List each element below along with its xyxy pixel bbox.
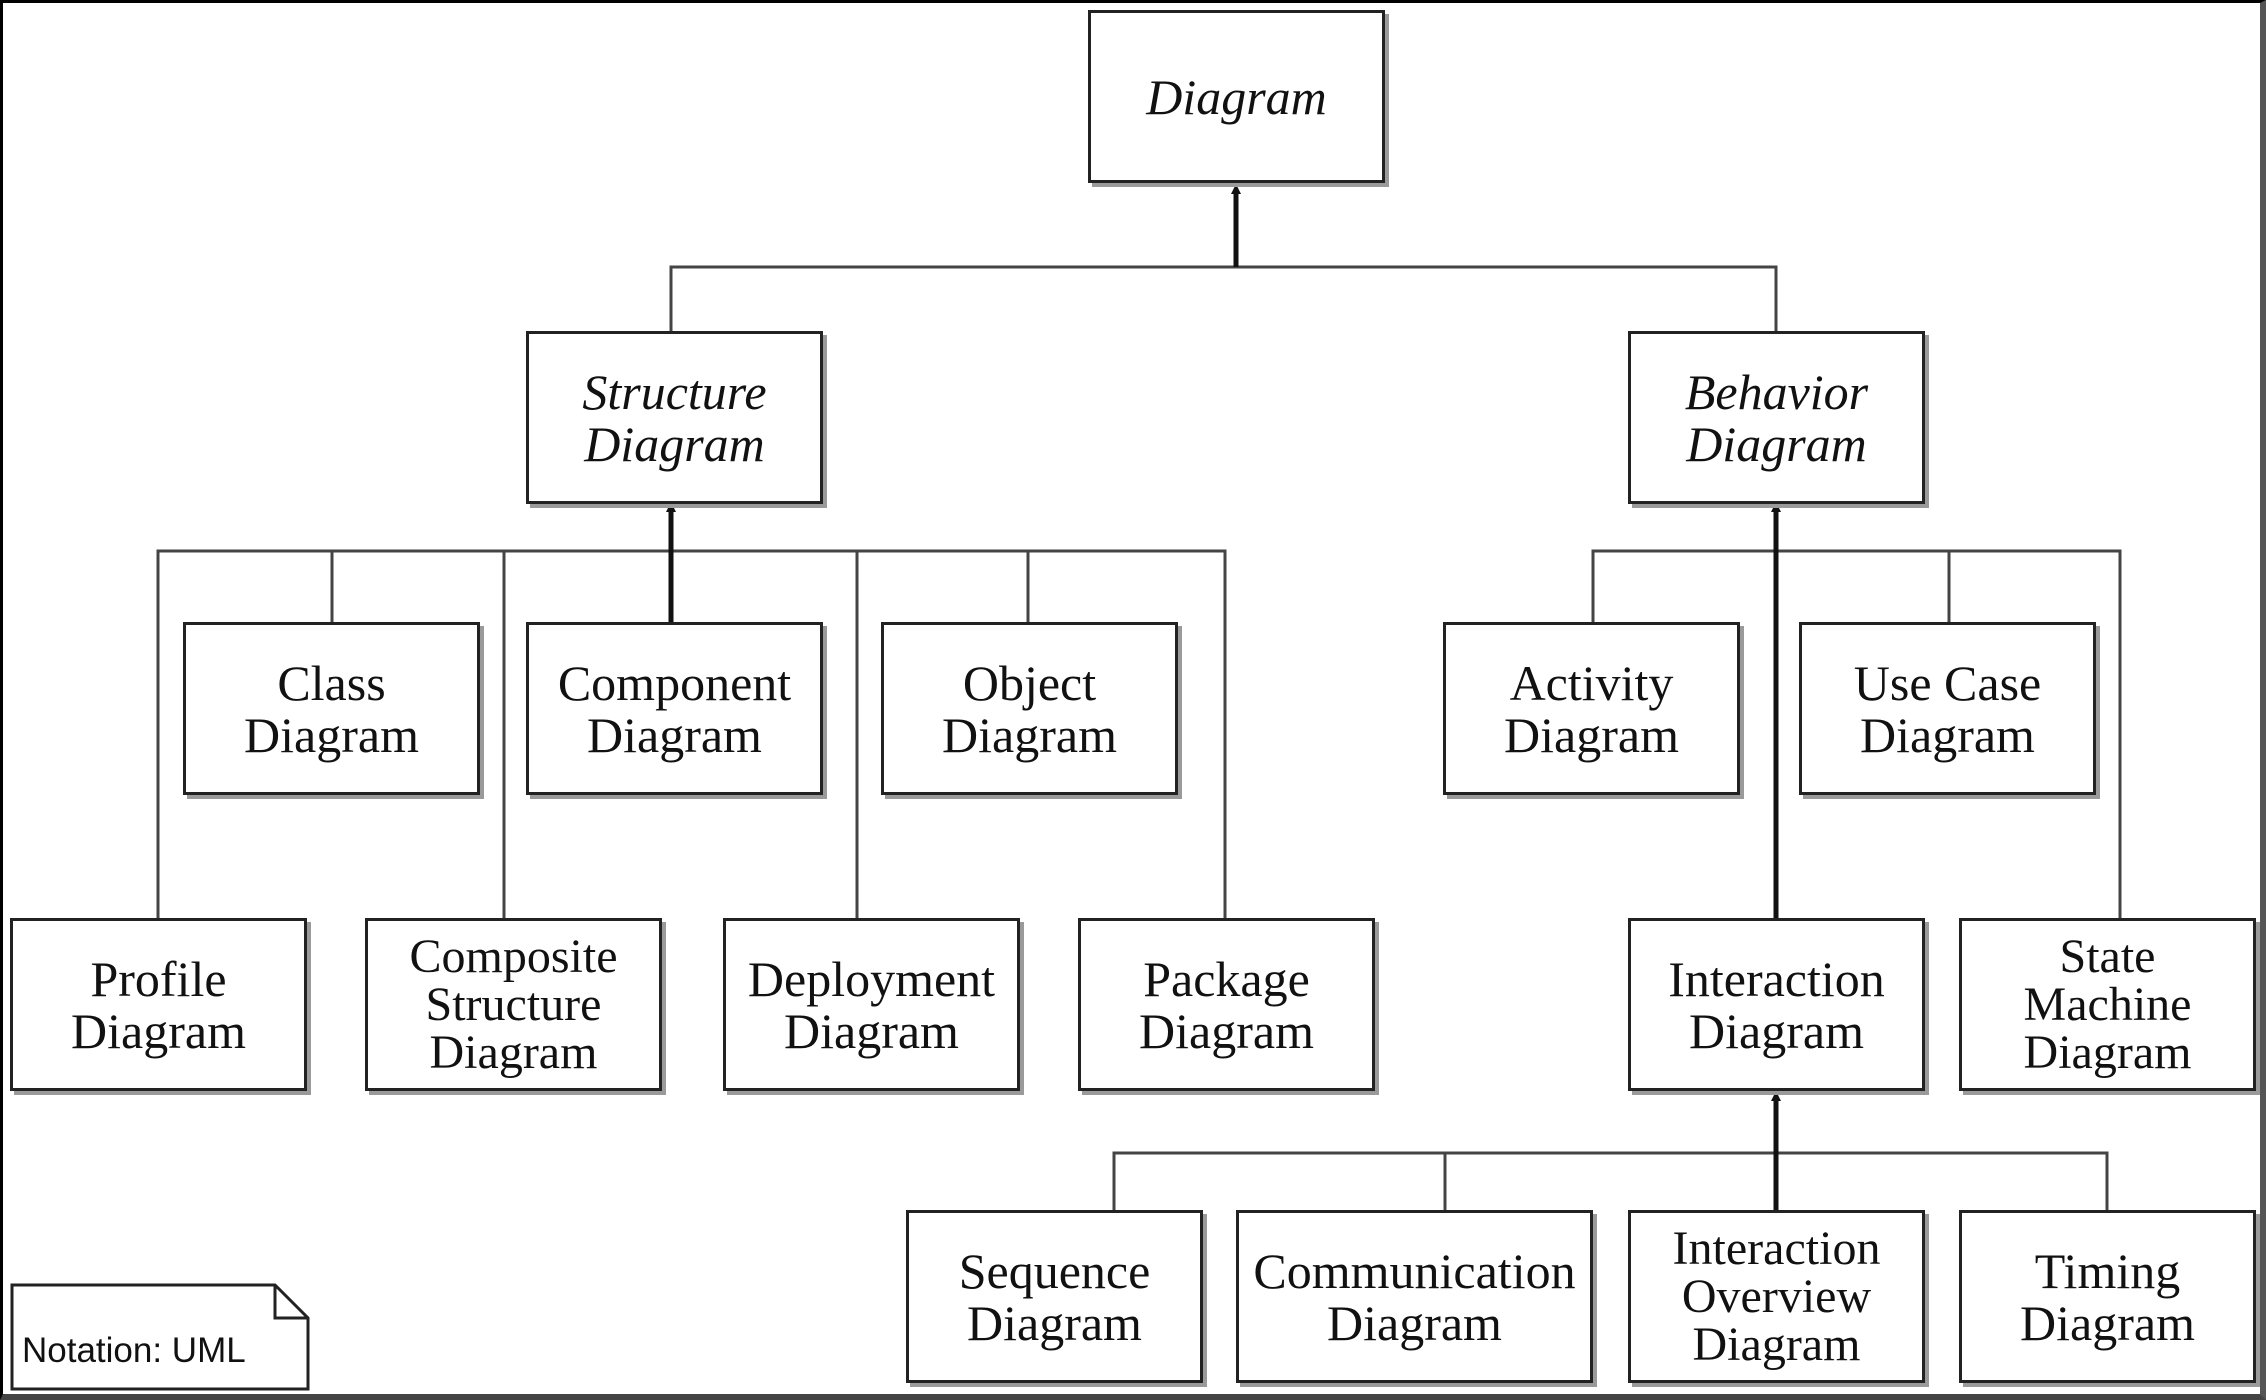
edge-root-branch <box>669 265 1778 333</box>
structure-diagram-node: Structure Diagram <box>526 331 823 504</box>
interaction-overview-diagram-node: Interaction Overview Diagram <box>1628 1210 1925 1383</box>
communication-diagram-node: Communication Diagram <box>1236 1210 1593 1383</box>
timing-diagram-node: Timing Diagram <box>1959 1210 2256 1383</box>
object-diagram-node: Object Diagram <box>881 622 1178 795</box>
edge-interaction-branch <box>1112 1151 2109 1212</box>
note-shape <box>10 1283 310 1391</box>
composite-structure-diagram-node: Composite Structure Diagram <box>365 918 662 1091</box>
use-case-diagram-node: Use Case Diagram <box>1799 622 2096 795</box>
sequence-diagram-node: Sequence Diagram <box>906 1210 1203 1383</box>
deployment-diagram-node: Deployment Diagram <box>723 918 1020 1091</box>
package-diagram-node: Package Diagram <box>1078 918 1375 1091</box>
activity-diagram-node: Activity Diagram <box>1443 622 1740 795</box>
component-diagram-node: Component Diagram <box>526 622 823 795</box>
edge-structure-branch <box>156 549 1227 920</box>
edge-behavior-branch <box>1591 549 2122 920</box>
interaction-diagram-node: Interaction Diagram <box>1628 918 1925 1091</box>
behavior-diagram-node: Behavior Diagram <box>1628 331 1925 504</box>
notation-label: Notation: UML <box>22 1331 246 1370</box>
state-machine-diagram-node: State Machine Diagram <box>1959 918 2256 1091</box>
notation-note: Notation: UML <box>10 1283 310 1391</box>
diagram-node: Diagram <box>1088 10 1385 183</box>
profile-diagram-node: Profile Diagram <box>10 918 307 1091</box>
class-diagram-node: Class Diagram <box>183 622 480 795</box>
